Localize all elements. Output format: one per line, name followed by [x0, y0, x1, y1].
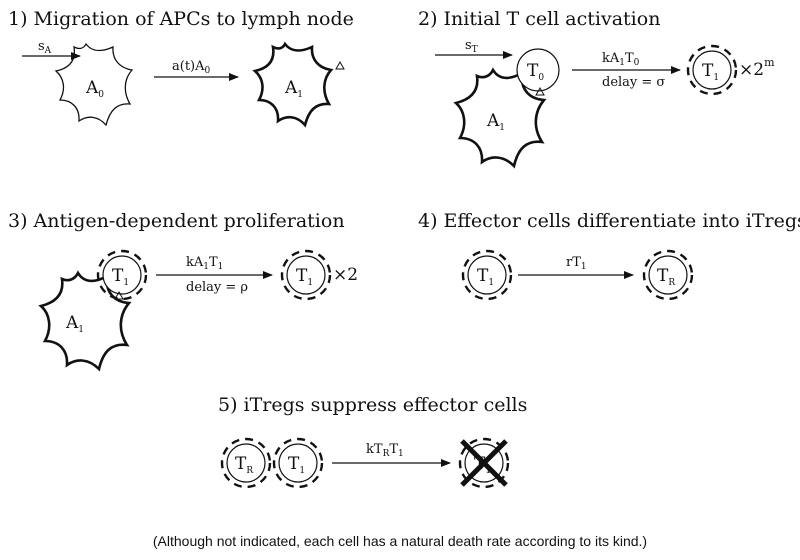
activated-ring [272, 437, 324, 489]
panel-1-title: 1) Migration of APCs to lymph node [8, 8, 354, 30]
panel-3-title: 3) Antigen-dependent proliferation [8, 210, 345, 232]
p2-delay-label: delay = σ [602, 75, 665, 90]
apc-a1-label-p3: A1 [65, 313, 84, 335]
panel-4-title: 4) Effector cells differentiate into iTr… [418, 210, 800, 232]
activated-ring [220, 437, 272, 489]
p2-rate-label: kA1T0 [602, 51, 640, 68]
tr-label-p5: TR [235, 454, 253, 476]
t1-label-p2: T1 [702, 61, 719, 83]
p4-rate-label: rT1 [566, 255, 587, 272]
itreg-cell-p4 [648, 255, 688, 295]
itreg-cell-p5 [226, 443, 266, 483]
activated-ring [642, 249, 694, 301]
activated-ring [686, 44, 738, 96]
panel-2-title: 2) Initial T cell activation [418, 8, 660, 30]
p2-influx-label: sT [465, 38, 478, 55]
panel-5-title: 5) iTregs suppress effector cells [218, 394, 527, 416]
effector-t-cell-p4 [467, 255, 507, 295]
tr-label-p4: TR [657, 266, 675, 288]
apc-a1-label-p2: A1 [486, 111, 505, 133]
antigen-triangle-icon [535, 86, 545, 96]
effector-t-cell-p3-out [286, 255, 326, 295]
p3-multiplier: ×2 [333, 265, 358, 285]
p3-delay-label: delay = ρ [186, 280, 248, 295]
p1-rate-label: a(t)A0 [172, 59, 211, 76]
apc-a1-cell [252, 41, 334, 128]
activated-ring [461, 249, 513, 301]
p5-rate-label: kTRT1 [366, 442, 404, 459]
effector-t-cell-p5 [278, 443, 318, 483]
effector-t-cell-p3 [102, 255, 142, 295]
t1-label-p5: T1 [288, 454, 305, 476]
p3-rate-label: kA1T1 [186, 255, 223, 272]
apc-a1-cell-p2 [453, 67, 547, 169]
effector-t-cell [692, 50, 732, 90]
t0-label: T0 [527, 61, 544, 83]
t1-label-p3-out: T1 [296, 266, 313, 288]
antigen-triangle-icon [335, 60, 345, 70]
apc-a0-cell [54, 42, 134, 127]
activated-ring [96, 249, 148, 301]
t1-label-p4: T1 [477, 266, 494, 288]
footnote: (Although not indicated, each cell has a… [153, 533, 647, 549]
p2-multiplier: ×2m [739, 56, 775, 80]
apc-a1-label: A1 [284, 78, 303, 100]
death-cross-icon [460, 439, 508, 487]
activated-ring [458, 437, 510, 489]
t1-label-p3-in: T1 [112, 266, 129, 288]
activated-ring [280, 249, 332, 301]
apc-a0-label: A0 [85, 78, 104, 100]
antigen-triangle-icon [114, 290, 124, 300]
p1-influx-label: sA [38, 39, 52, 56]
